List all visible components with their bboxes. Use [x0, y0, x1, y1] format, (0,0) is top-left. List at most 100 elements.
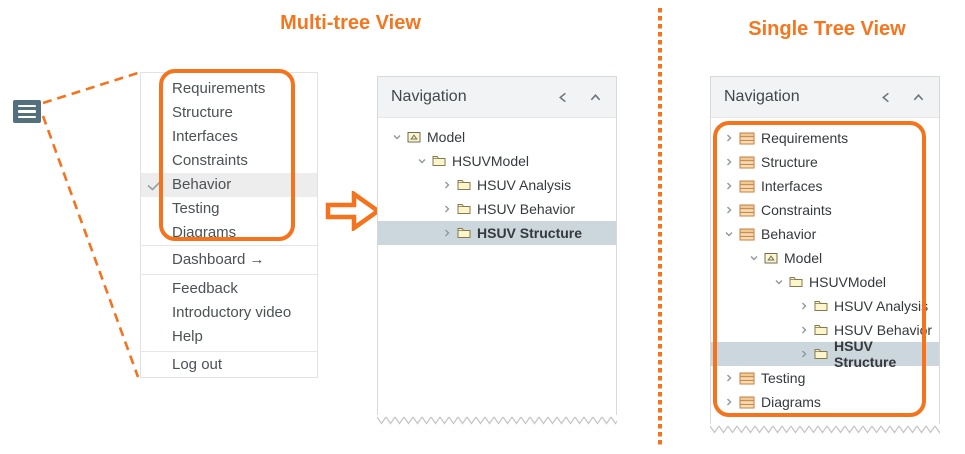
tree-row-label: HSUV Behavior: [834, 322, 933, 338]
folder-icon: [814, 300, 828, 312]
tree-row-label: Model: [427, 129, 466, 145]
menu-item-testing[interactable]: Testing: [172, 200, 220, 217]
menu-item-requirements[interactable]: Requirements: [172, 80, 266, 97]
dropdown-menu: Requirements Structure Interfaces Constr…: [140, 72, 318, 378]
tree-row-label: HSUVModel: [452, 153, 530, 169]
stack-icon: [739, 396, 755, 409]
menu-item-diagrams[interactable]: Diagrams: [172, 224, 237, 241]
menu-item-structure[interactable]: Structure: [172, 104, 233, 121]
tree-row-label: HSUVModel: [809, 274, 887, 290]
folder-icon: [814, 324, 828, 336]
menu-item-behavior[interactable]: Behavior: [141, 173, 317, 197]
package-icon: [764, 252, 778, 264]
tree-row-hsuvmodel[interactable]: HSUVModel: [711, 270, 939, 294]
stack-icon: [739, 228, 755, 241]
chevron-right-icon[interactable]: [721, 157, 737, 167]
tree-row-label: Constraints: [761, 202, 832, 218]
tree-row-label: Structure: [761, 154, 818, 170]
menu-item-help[interactable]: Help: [172, 328, 203, 345]
menu-item-introductory-video[interactable]: Introductory video: [172, 304, 292, 321]
single-tree: Requirements Structure Interfaces: [711, 118, 939, 414]
navigation-panel-title: Navigation: [391, 88, 467, 105]
tree-row-label: Behavior: [761, 226, 817, 242]
stack-icon: [739, 204, 755, 217]
tree-row-requirements[interactable]: Requirements: [711, 126, 939, 150]
stack-icon: [739, 180, 755, 193]
tree-row-label: HSUV Structure: [477, 225, 583, 241]
menu-item-label: Behavior: [172, 176, 232, 193]
chevron-right-icon[interactable]: [796, 349, 812, 359]
collapse-up-icon[interactable]: [909, 88, 927, 106]
stack-icon: [739, 132, 755, 145]
chevron-right-icon[interactable]: [721, 133, 737, 143]
single-tree-navigation-panel: Navigation Requirements S: [710, 76, 940, 424]
tree-row-hsuv-analysis[interactable]: HSUV Analysis: [711, 294, 939, 318]
tree-row-label: Interfaces: [761, 178, 823, 194]
tree-row-hsuv-analysis[interactable]: HSUV Analysis: [378, 173, 616, 197]
chevron-right-icon[interactable]: [721, 181, 737, 191]
chevron-down-icon[interactable]: [721, 229, 737, 239]
stack-icon: [739, 156, 755, 169]
chevron-right-icon[interactable]: [439, 204, 455, 214]
navigation-panel-title: Navigation: [724, 88, 800, 105]
menu-item-dashboard[interactable]: Dashboard →: [172, 251, 265, 268]
chevron-right-icon[interactable]: [439, 180, 455, 190]
menu-divider: [141, 274, 317, 275]
single-tree-view-title: Single Tree View: [748, 18, 906, 40]
chevron-down-icon[interactable]: [771, 277, 787, 287]
tree-row-structure[interactable]: Structure: [711, 150, 939, 174]
menu-item-feedback[interactable]: Feedback: [172, 280, 238, 297]
chevron-down-icon[interactable]: [389, 132, 405, 142]
chevron-down-icon[interactable]: [746, 253, 762, 263]
torn-edge: [710, 424, 940, 434]
menu-item-interfaces[interactable]: Interfaces: [172, 128, 238, 145]
tree-row-model[interactable]: Model: [711, 246, 939, 270]
tree-row-interfaces[interactable]: Interfaces: [711, 174, 939, 198]
collapse-left-icon[interactable]: [877, 88, 895, 106]
torn-edge: [377, 415, 617, 425]
collapse-left-icon[interactable]: [554, 88, 572, 106]
section-divider-dotted-line: [658, 8, 662, 448]
tree-row-diagrams[interactable]: Diagrams: [711, 390, 939, 414]
tree-row-behavior[interactable]: Behavior: [711, 222, 939, 246]
navigation-panel-header: Navigation: [378, 77, 616, 118]
tree-row-label: Diagrams: [761, 394, 821, 410]
check-icon: [147, 179, 163, 191]
tree-row-label: HSUV Analysis: [477, 177, 572, 193]
chevron-right-icon[interactable]: [439, 228, 455, 238]
tree-row-hsuv-behavior[interactable]: HSUV Behavior: [711, 318, 939, 342]
chevron-right-icon[interactable]: [796, 301, 812, 311]
menu-item-constraints[interactable]: Constraints: [172, 152, 248, 169]
tree-row-hsuv-behavior[interactable]: HSUV Behavior: [378, 197, 616, 221]
tree-row-hsuvmodel[interactable]: HSUVModel: [378, 149, 616, 173]
menu-view-section: Requirements Structure Interfaces Constr…: [141, 73, 317, 245]
right-block-arrow-icon: [325, 191, 381, 231]
tree-row-model[interactable]: Model: [378, 125, 616, 149]
tree-row-hsuv-structure-selected[interactable]: HSUV Structure: [711, 338, 939, 370]
chevron-right-icon[interactable]: [721, 205, 737, 215]
chevron-right-icon[interactable]: [721, 373, 737, 383]
multi-tree: Model HSUVModel HSUV Analysis: [378, 118, 616, 245]
tree-row-constraints[interactable]: Constraints: [711, 198, 939, 222]
package-icon: [407, 131, 421, 143]
hamburger-menu-button[interactable]: [13, 100, 41, 123]
tree-row-hsuv-structure-selected[interactable]: HSUV Structure: [378, 221, 616, 245]
folder-icon: [457, 227, 471, 239]
hamburger-icon: [18, 104, 36, 108]
tree-row-label: Requirements: [761, 130, 849, 146]
tree-row-label: HSUV Analysis: [834, 298, 929, 314]
chevron-right-icon[interactable]: [721, 397, 737, 407]
tree-row-testing[interactable]: Testing: [711, 366, 939, 390]
chevron-right-icon[interactable]: [796, 325, 812, 335]
stack-icon: [739, 372, 755, 385]
tree-row-label: Model: [784, 250, 823, 266]
folder-icon: [457, 203, 471, 215]
tree-row-label: Testing: [761, 370, 806, 386]
menu-item-log-out[interactable]: Log out: [172, 356, 223, 373]
collapse-up-icon[interactable]: [586, 88, 604, 106]
navigation-panel-header: Navigation: [711, 77, 939, 118]
chevron-down-icon[interactable]: [414, 156, 430, 166]
tree-row-label: HSUV Behavior: [477, 201, 576, 217]
folder-icon: [814, 348, 828, 360]
